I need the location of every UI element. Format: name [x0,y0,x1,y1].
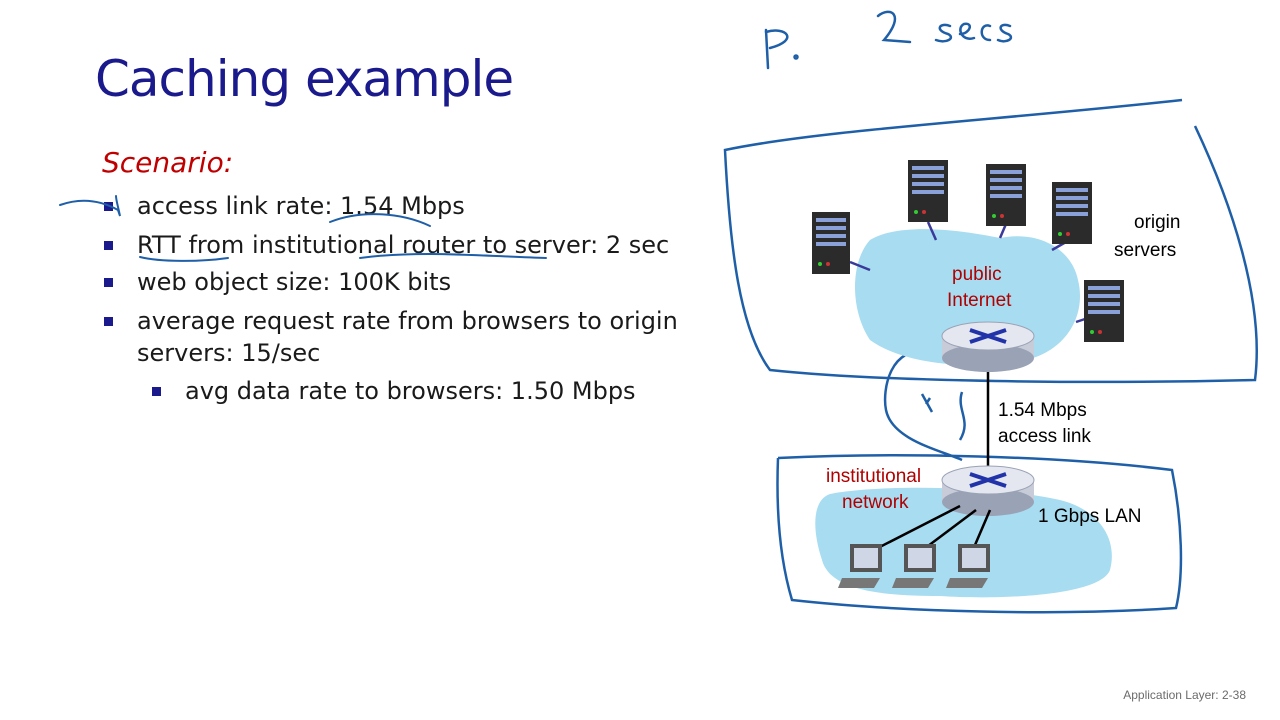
pc-icon [838,544,882,588]
scenario-heading: Scenario: [102,146,234,179]
slide-footer: Application Layer: 2-38 [1123,688,1246,702]
origin-server [908,160,948,222]
bullet-request-rate-cont: servers: 15/sec [137,339,321,367]
origin-server [986,164,1026,226]
bullet-marker [104,241,113,250]
origin-server [1084,280,1124,342]
lan-label: 1 Gbps LAN [1038,506,1142,527]
public-internet-label-2: Internet [947,290,1012,311]
origin-servers-enclosure [723,98,1258,384]
bullet-object-size: web object size: 100K bits [104,266,451,298]
origin-server [812,212,850,274]
access-link-label: access link [998,426,1091,447]
bullet-marker [104,278,113,287]
origin-servers-label-2: servers [1114,240,1176,261]
slide-title: Caching example [95,50,514,108]
institutional-network-label-2: network [842,492,909,513]
institutional-network-label-1: institutional [826,466,921,487]
handwritten-marks [59,195,547,262]
handwritten-loop [883,349,963,462]
pc-icon [892,544,936,588]
public-internet-label-1: public [952,264,1002,285]
institutional-enclosure [776,454,1183,614]
internet-router-icon [941,321,1035,372]
bullet-access-link-rate: access link rate: 1.54 Mbps [104,190,465,222]
origin-servers-label-1: origin [1134,212,1180,233]
origin-server [1052,182,1092,244]
bullet-marker [104,317,113,326]
bullet-request-rate: average request rate from browsers to or… [104,305,678,337]
sub-bullet-data-rate: avg data rate to browsers: 1.50 Mbps [152,375,636,407]
institutional-lan-cloud [815,487,1112,598]
server-links [849,221,1095,324]
access-link-rate-label: 1.54 Mbps [998,400,1087,421]
handwritten-loop-2 [920,391,966,441]
bullet-marker [152,387,161,396]
pc-icon [946,544,990,588]
institutional-router-icon [941,465,1035,516]
handwritten-annotation [764,10,1013,70]
